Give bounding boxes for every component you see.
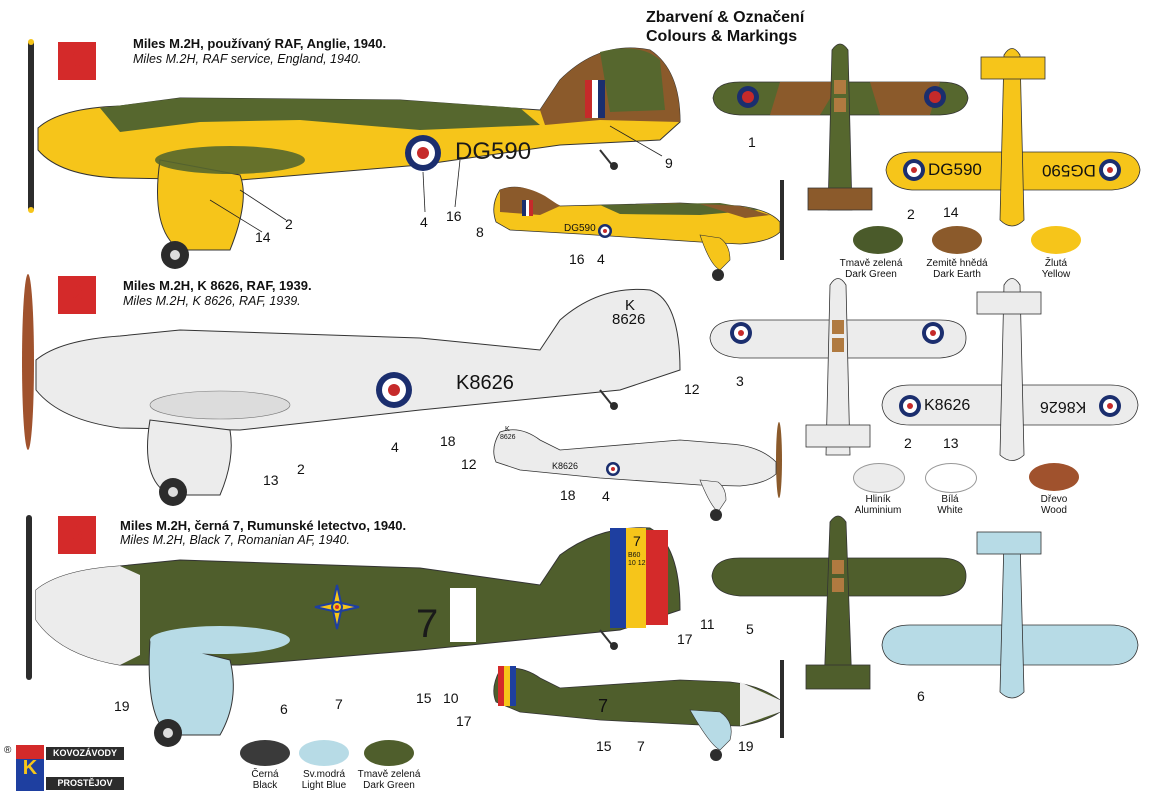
callout-s3-15b: 15 <box>596 738 612 754</box>
callout-s1-1: 1 <box>748 134 756 150</box>
callout-s3-19: 19 <box>114 698 130 714</box>
callout-s2-12b: 12 <box>461 456 477 472</box>
callout-s2-18: 18 <box>440 433 456 449</box>
aircraft-3-under-view <box>881 531 1139 699</box>
serial-2-wing-left: K8626 <box>924 397 971 414</box>
callout-s3-5: 5 <box>746 621 754 637</box>
serial-3-fuselage: 7 <box>416 602 439 646</box>
copyright-mark: ® <box>4 745 12 756</box>
callout-s3-17: 17 <box>677 631 693 647</box>
swatch-yellow <box>1031 226 1081 254</box>
aircraft-3-side-small <box>493 660 784 761</box>
aircraft-2-side-small <box>493 422 782 521</box>
scheme-3-badge: 3 <box>58 516 96 554</box>
callout-s1-14: 14 <box>255 229 271 245</box>
callout-s1-16b: 16 <box>569 251 585 267</box>
callout-s3-11: 11 <box>700 616 715 632</box>
swatch-white <box>925 463 977 493</box>
scheme-1-title-cz: Miles M.2H, používaný RAF, Anglie, 1940. <box>133 36 387 51</box>
swatch-black <box>240 740 290 766</box>
aircraft-3-side-large <box>26 515 681 747</box>
callout-s1-2b: 2 <box>907 206 915 222</box>
swatch-wood <box>1029 463 1079 491</box>
serial-1-wing-left: DG590 <box>928 160 982 179</box>
callout-s2-2: 2 <box>297 461 305 477</box>
callout-s3-6b: 6 <box>917 688 925 704</box>
scheme-3-title-en: Miles M.2H, Black 7, Romanian AF, 1940. <box>120 533 350 547</box>
serial-2-fin-top: K <box>625 297 636 314</box>
header-title-en: Colours & Markings <box>646 28 798 45</box>
aircraft-2-side-large <box>22 274 681 506</box>
callout-s1-2: 2 <box>285 216 293 232</box>
callout-s3-17b: 17 <box>456 713 472 729</box>
aircraft-3-top-view <box>711 515 967 690</box>
callout-s1-8: 8 <box>476 224 484 240</box>
serial-2-wing-right: K8626 <box>1040 398 1087 415</box>
serial-2-fuselage: K8626 <box>456 372 514 394</box>
callout-s1-4: 4 <box>420 214 428 230</box>
callout-s1-4b: 4 <box>597 251 605 267</box>
scheme-2-badge: 2 <box>58 276 96 314</box>
callout-s2-4: 4 <box>391 439 399 455</box>
serial-2-fin-small-bottom: 8626 <box>500 434 516 441</box>
callout-s3-15: 15 <box>416 690 432 706</box>
serial-2-fin-bottom: 8626 <box>612 311 646 328</box>
aircraft-2-under-view <box>881 278 1139 461</box>
callout-s2-13: 13 <box>263 472 279 488</box>
serial-1-wing-right: DG590 <box>1042 161 1096 180</box>
callout-s1-14b: 14 <box>943 204 959 220</box>
serial-3-rudder-number: 7 <box>633 533 641 549</box>
serial-2-fin-small-top: K <box>505 426 510 433</box>
callout-s3-7b: 7 <box>637 738 645 754</box>
aircraft-1-under-view <box>885 48 1141 227</box>
callout-s1-16: 16 <box>446 208 462 224</box>
aircraft-2-top-view <box>709 278 967 456</box>
kovozavody-logo: ® K KOVOZÁVODY PROSTĚJOV <box>4 743 124 795</box>
callout-s1-9: 9 <box>665 155 673 171</box>
scheme-1-badge: 1 <box>58 42 96 80</box>
scheme-2-title-en: Miles M.2H, K 8626, RAF, 1939. <box>123 294 301 308</box>
logo-line-1: KOVOZÁVODY <box>46 747 124 760</box>
callout-s2-18b: 18 <box>560 487 576 503</box>
callout-s2-13b: 13 <box>943 435 959 451</box>
callout-s2-2b: 2 <box>904 435 912 451</box>
aircraft-1-top-view <box>712 43 969 211</box>
serial-1-fuselage: DG590 <box>455 138 532 165</box>
logo-line-2: PROSTĚJOV <box>46 777 124 790</box>
callout-s3-7: 7 <box>335 696 343 712</box>
aircraft-1-side-large <box>28 39 681 269</box>
swatch-dark-earth <box>932 226 982 254</box>
swatch-aluminium <box>853 463 905 493</box>
callout-s2-4b: 4 <box>602 488 610 504</box>
logo-shield: K <box>16 745 44 791</box>
scheme-1-title-en: Miles M.2H, RAF service, England, 1940. <box>133 52 362 66</box>
serial-3-rudder-code: B60 10 12 <box>628 552 646 567</box>
callout-s3-19b: 19 <box>738 738 754 754</box>
callout-s2-12: 12 <box>684 381 700 397</box>
page-header: Zbarvení & Označení Colours & Markings <box>646 8 804 46</box>
serial-1-fuselage-small: DG590 <box>564 223 596 234</box>
scheme-3-title-cz: Miles M.2H, černá 7, Rumunské letectvo, … <box>120 518 407 533</box>
swatch-dark-green-3 <box>364 740 414 766</box>
callout-s2-3: 3 <box>736 373 744 389</box>
serial-3-fuselage-small: 7 <box>598 696 609 716</box>
callout-s3-6: 6 <box>280 701 288 717</box>
scheme-2-title-cz: Miles M.2H, K 8626, RAF, 1939. <box>123 278 312 293</box>
callout-s3-10: 10 <box>443 690 459 706</box>
swatch-dark-green-1 <box>853 226 903 254</box>
aircraft-1-side-small <box>493 180 784 281</box>
serial-2-fuselage-small: K8626 <box>552 461 579 471</box>
swatch-light-blue <box>299 740 349 766</box>
header-title-cz: Zbarvení & Označení <box>646 9 805 26</box>
